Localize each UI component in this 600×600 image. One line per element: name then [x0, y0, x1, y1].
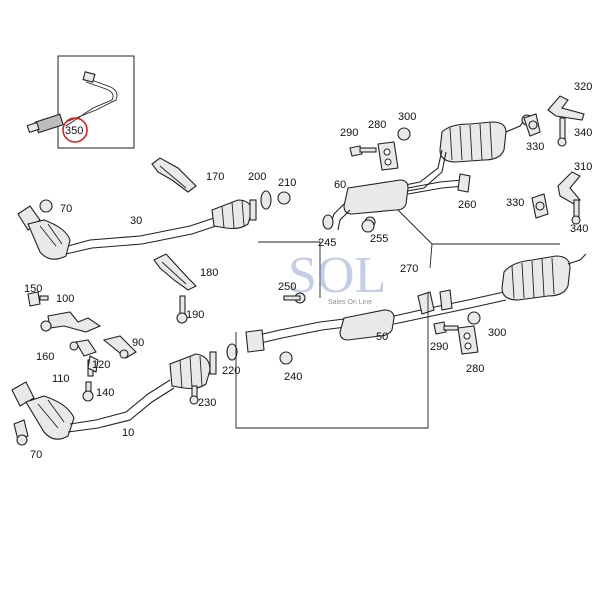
clamp-group-mid — [433, 311, 481, 355]
rear-muffler-upper — [399, 114, 533, 193]
sol-watermark: SOL Sales On Line — [288, 247, 386, 306]
bolt-190 — [176, 295, 188, 324]
clamp-210 — [277, 191, 291, 205]
callout-210: 210 — [278, 177, 296, 189]
watermark-logo: SOL — [288, 247, 386, 304]
callout-230: 230 — [198, 397, 216, 409]
callout-10: 10 — [122, 427, 134, 439]
callout-90: 90 — [132, 337, 144, 349]
callout-120: 120 — [92, 359, 110, 371]
assembly-guide-lines — [235, 209, 560, 429]
callout-255: 255 — [370, 233, 388, 245]
oxygen-sensor-inset: 350 — [26, 55, 135, 149]
gasket-200 — [260, 190, 272, 210]
hanger-330-top — [523, 113, 541, 137]
callout-270: 270 — [400, 263, 418, 275]
callout-170: 170 — [206, 171, 224, 183]
callout-180: 180 — [200, 267, 218, 279]
bracket-cluster-left — [27, 291, 137, 377]
watermark-tagline: Sales On Line — [328, 299, 372, 306]
callout-200: 200 — [248, 171, 266, 183]
intermediate-pipe-50 — [245, 289, 507, 365]
callout-340-top: 340 — [574, 127, 592, 139]
callout-280-mid: 280 — [466, 363, 484, 375]
callout-70-bottom: 70 — [30, 449, 42, 461]
callout-100: 100 — [56, 293, 74, 305]
clamp-group-top — [349, 127, 411, 171]
front-pipe-10 — [11, 351, 217, 446]
bolt-140 — [82, 381, 94, 402]
bracket-310 — [557, 171, 581, 225]
callout-260: 260 — [458, 199, 476, 211]
callout-280-top: 280 — [368, 119, 386, 131]
callout-290-top: 290 — [340, 127, 358, 139]
callout-330-mid: 330 — [506, 197, 524, 209]
callout-70-top: 70 — [60, 203, 72, 215]
callout-245: 245 — [318, 237, 336, 249]
callout-labels: 320 280 300 290 340 330 170 200 210 60 3… — [24, 81, 592, 461]
callout-320: 320 — [574, 81, 592, 93]
bracket-320 — [547, 95, 585, 147]
callout-190: 190 — [186, 309, 204, 321]
callout-60: 60 — [334, 179, 346, 191]
callout-110: 110 — [52, 373, 70, 385]
bracket-180 — [153, 253, 197, 291]
callout-300-top: 300 — [398, 111, 416, 123]
clamp-255 — [361, 219, 375, 233]
highlight-ring — [62, 117, 88, 143]
heat-shield-170 — [151, 157, 197, 193]
callout-150: 150 — [24, 283, 42, 295]
callout-340-mid: 340 — [570, 223, 588, 235]
callout-240: 240 — [284, 371, 302, 383]
callout-160: 160 — [36, 351, 54, 363]
front-pipe-30 — [17, 199, 257, 260]
rear-muffler-lower — [501, 253, 587, 301]
callout-140: 140 — [96, 387, 114, 399]
callout-290-mid: 290 — [430, 341, 448, 353]
callout-310: 310 — [574, 161, 592, 173]
center-muffler-60 — [329, 173, 471, 231]
callout-300-mid: 300 — [488, 327, 506, 339]
ring-220 — [226, 343, 238, 361]
callout-250: 250 — [278, 281, 296, 293]
callout-330-top: 330 — [526, 141, 544, 153]
callout-50: 50 — [376, 331, 388, 343]
ring-245 — [322, 214, 334, 230]
callout-30: 30 — [130, 215, 142, 227]
callout-220: 220 — [222, 365, 240, 377]
hanger-330-mid — [531, 193, 549, 219]
callout-350: 350 — [65, 125, 83, 137]
